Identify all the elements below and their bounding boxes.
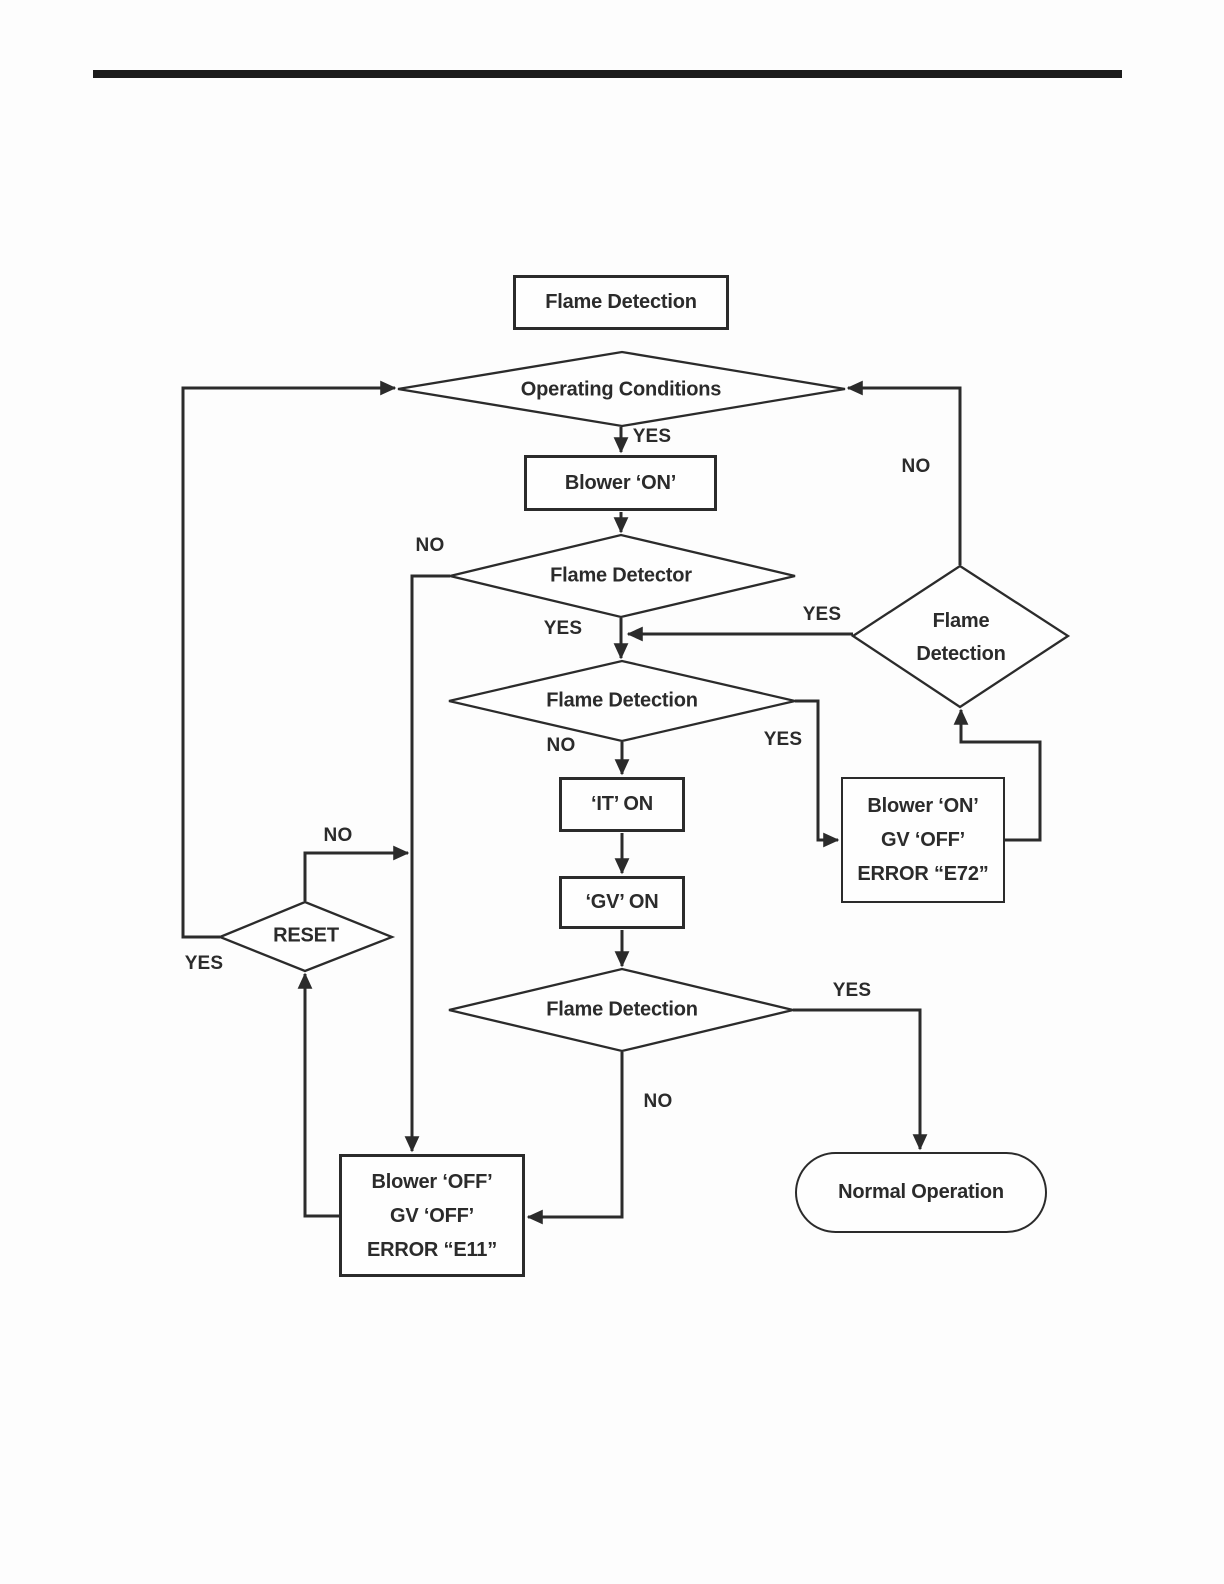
- edge-label-ignition-no: NO: [546, 735, 576, 756]
- error-e11-line-2: GV ‘OFF’: [390, 1204, 474, 1227]
- error-e72-process: Blower ‘ON’ GV ‘OFF’ ERROR “E72”: [841, 777, 1005, 903]
- gv-on-process: ‘GV’ ON: [559, 876, 685, 929]
- it-on-process: ‘IT’ ON: [559, 777, 685, 832]
- edge-label-flame-detector-yes: YES: [543, 618, 583, 639]
- operating-conditions-diamond-shape: [397, 350, 846, 428]
- error-e72-line-3: ERROR “E72”: [857, 863, 989, 885]
- reset-diamond-shape: [216, 900, 396, 973]
- edge-label-operating-yes: YES: [632, 426, 672, 447]
- edge-ignition-yes: [795, 699, 840, 848]
- flame-detection-right-line-2: Detection: [916, 643, 1006, 665]
- edge-e72-loop: [953, 708, 1042, 842]
- error-e72-line-2: GV ‘OFF’: [881, 829, 965, 851]
- edge-reset-yes: [181, 380, 397, 939]
- edge-e11-to-reset: [297, 972, 339, 1218]
- flame-detection-bottom-label: Flame Detection: [546, 998, 698, 1021]
- reset-label: RESET: [273, 924, 339, 947]
- edge-label-ignition-yes: YES: [763, 729, 803, 750]
- edge-run-yes: [793, 1008, 928, 1151]
- flame-detection-right-line-1: Flame: [932, 610, 990, 632]
- blower-on-process: Blower ‘ON’: [524, 455, 717, 511]
- edge-loop-back-no: [846, 380, 962, 565]
- flame-detection-right-label: Flame Detection: [916, 605, 1006, 671]
- error-e11-line-3: ERROR “E11”: [366, 1238, 498, 1261]
- error-e11-line-1: Blower ‘OFF’: [371, 1170, 493, 1193]
- normal-operation-terminator: Normal Operation: [795, 1152, 1047, 1233]
- edge-label-loop-back-no: NO: [901, 456, 931, 477]
- flame-detector-diamond-shape: [449, 533, 796, 619]
- flame-detection-mid-label: Flame Detection: [546, 689, 698, 712]
- top-horizontal-rule: [93, 70, 1122, 78]
- edge-detector-no: [404, 574, 450, 1153]
- edge-reset-no: [303, 845, 410, 901]
- edge-label-run-yes: YES: [832, 980, 872, 1001]
- error-e72-line-1: Blower ‘ON’: [867, 795, 979, 817]
- edge-label-reset-yes: YES: [184, 953, 224, 974]
- flame-detector-label: Flame Detector: [550, 564, 692, 587]
- start-node: Flame Detection: [513, 275, 729, 330]
- edge-label-retry-yes: YES: [802, 604, 842, 625]
- edge-label-flame-detector-no: NO: [415, 535, 445, 556]
- error-e11-process: Blower ‘OFF’ GV ‘OFF’ ERROR “E11”: [339, 1154, 525, 1277]
- operating-conditions-label: Operating Conditions: [520, 378, 722, 401]
- flame-detection-mid-diamond-shape: [448, 659, 796, 743]
- edge-run-no: [526, 1052, 624, 1225]
- flame-detection-right-diamond-shape: [850, 564, 1071, 709]
- flame-detection-bottom-diamond-shape: [448, 967, 794, 1053]
- edge-label-run-no: NO: [643, 1091, 673, 1112]
- edge-label-reset-no: NO: [323, 825, 353, 846]
